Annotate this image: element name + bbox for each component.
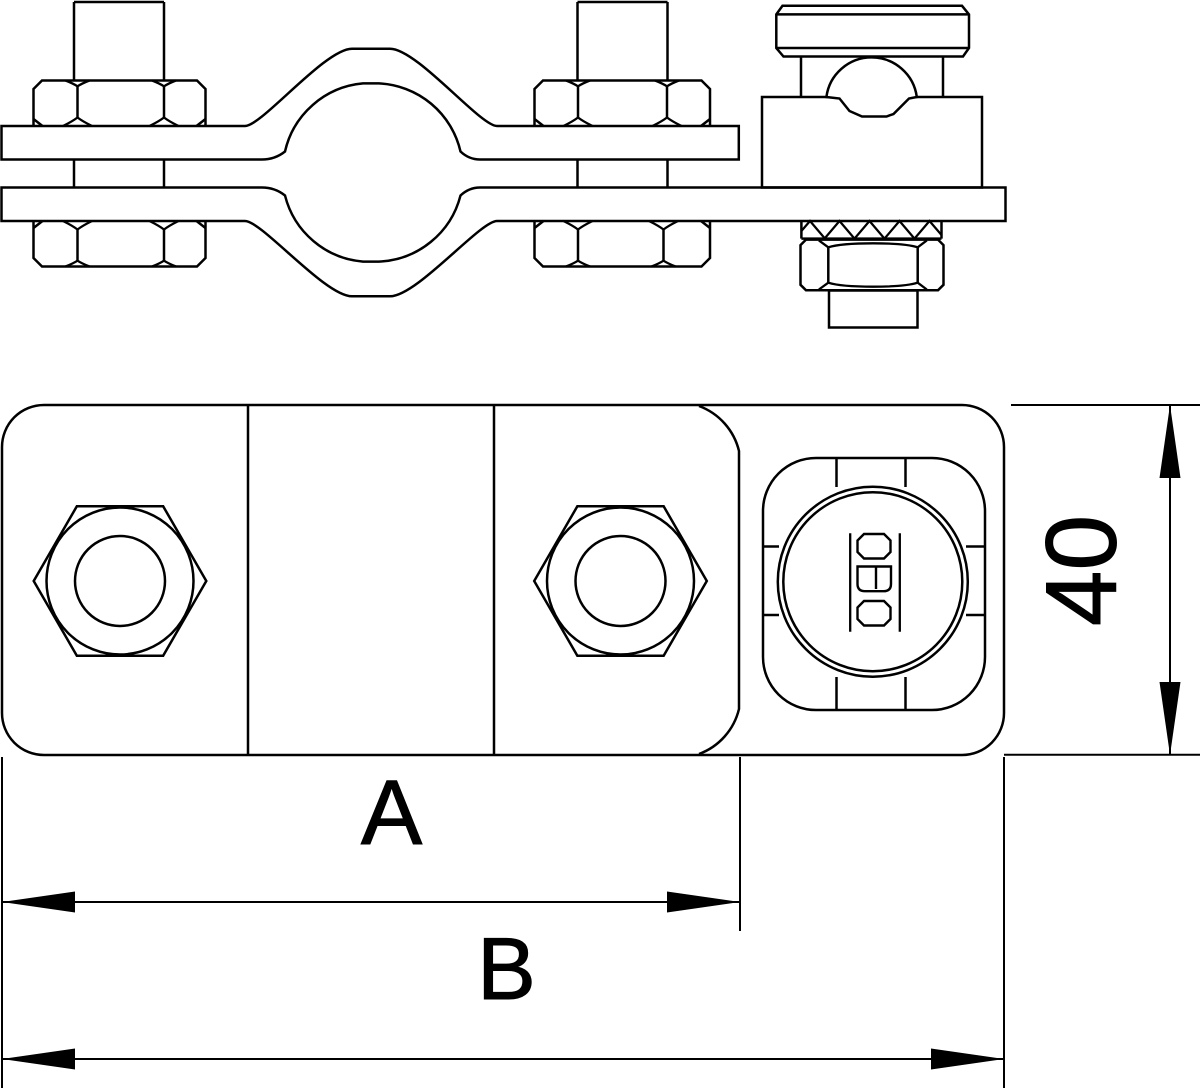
svg-text:B: B [477,919,536,1018]
svg-text:A: A [361,762,423,864]
svg-text:40: 40 [1026,515,1138,626]
